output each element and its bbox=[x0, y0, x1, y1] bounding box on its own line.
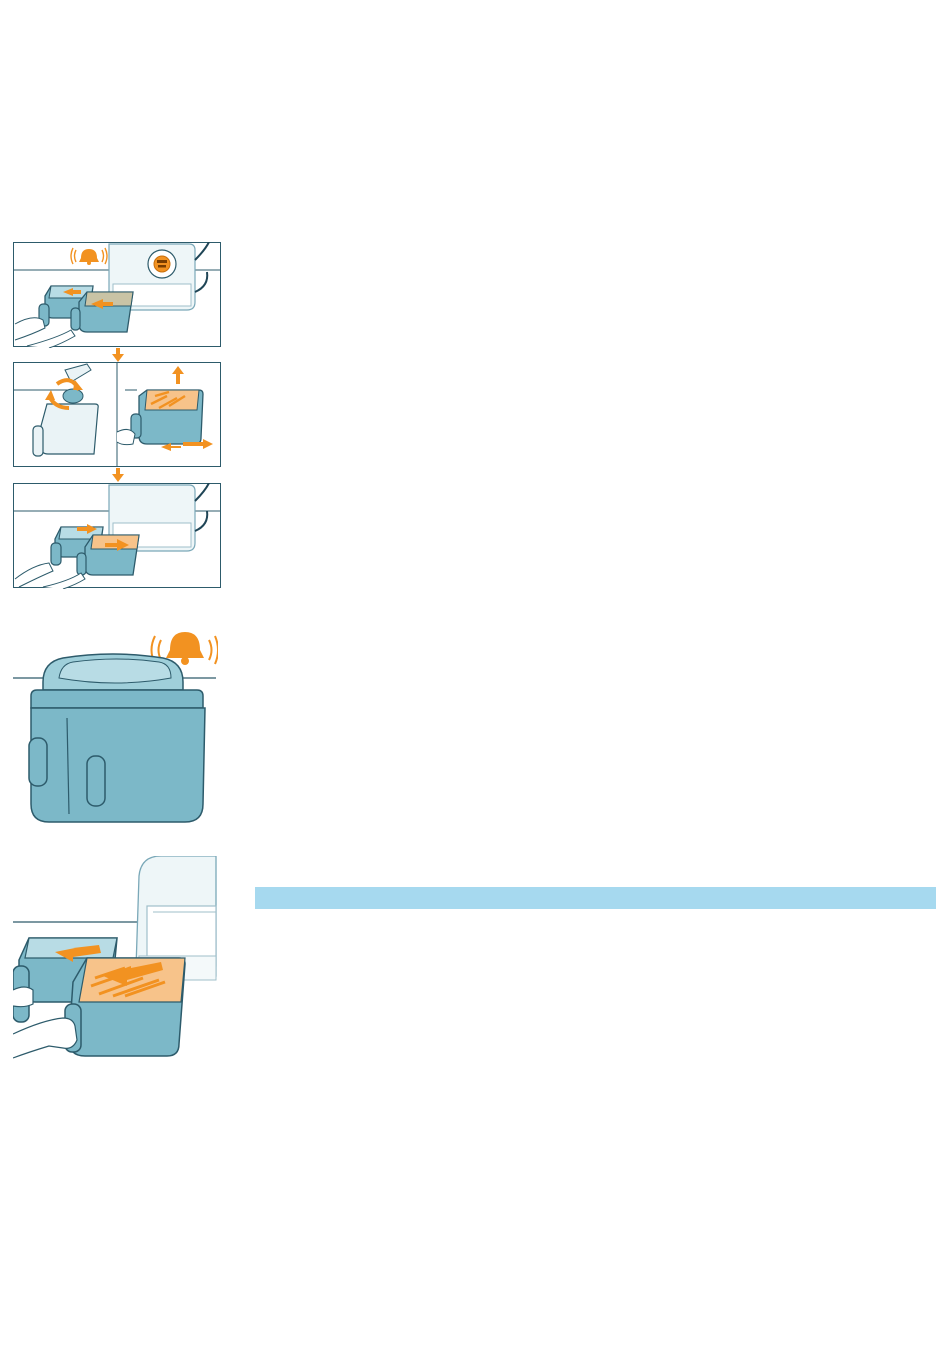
drawer-with-fries bbox=[131, 390, 203, 444]
arrow-down-icon bbox=[112, 468, 124, 482]
step-remove-drawers-figure bbox=[13, 242, 223, 348]
closed-fryer-alarm-figure bbox=[13, 626, 218, 826]
arrow-down-icon bbox=[112, 348, 124, 362]
air-fryer-closed bbox=[29, 654, 205, 822]
pull-out-drawers-figure bbox=[13, 856, 218, 1066]
step-shake-food-figure bbox=[13, 362, 223, 468]
step-reinsert-drawers-figure bbox=[13, 483, 223, 589]
info-banner bbox=[255, 887, 936, 909]
magnifier-display-icon bbox=[148, 250, 176, 278]
